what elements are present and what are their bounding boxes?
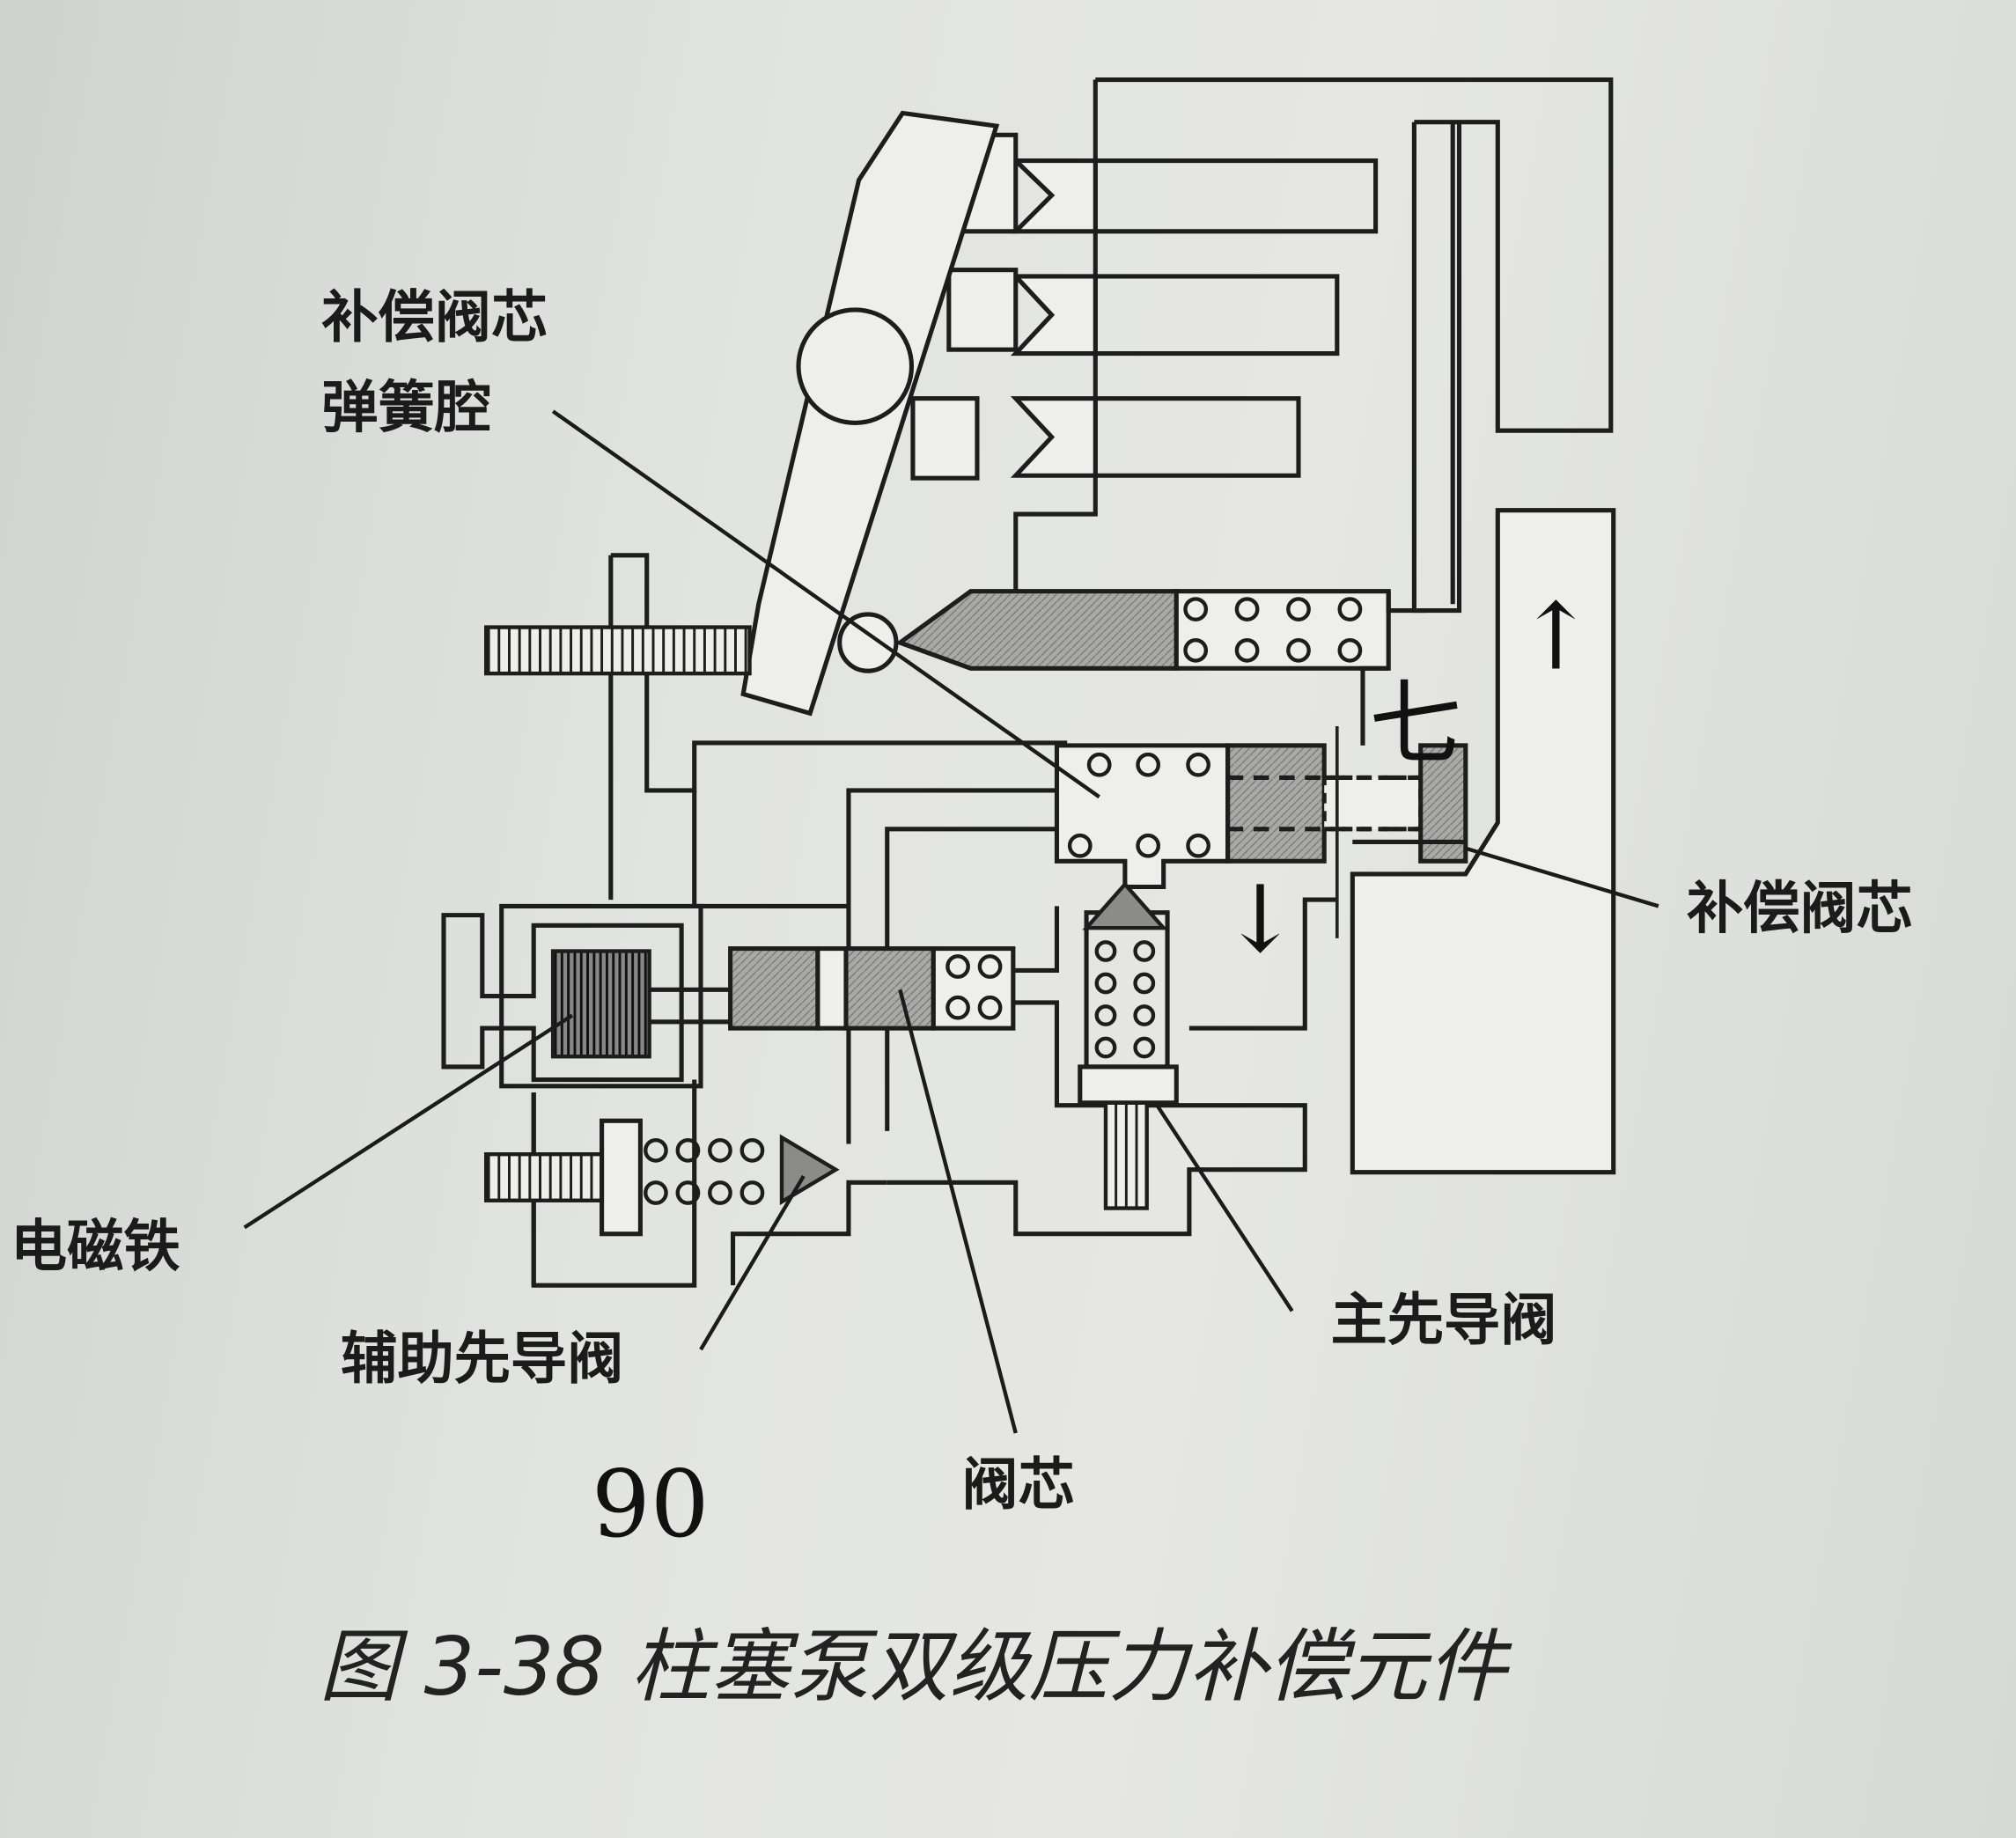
actuator-ball [837, 612, 899, 673]
compensator-spool [894, 589, 1428, 746]
label-comp-spring-chamber-1: 补偿阀芯 [321, 285, 548, 351]
solenoid [441, 903, 731, 1089]
figure-caption: 图 3-38 柱塞泵双级压力补偿元件 [319, 1621, 1512, 1713]
spool [531, 839, 1466, 1288]
label-spool: 阀芯 [961, 1452, 1074, 1518]
handwritten-arrow-down: ↓ [1221, 865, 1299, 974]
label-comp-spool: 补偿阀芯 [1687, 876, 1913, 942]
label-aux-pilot: 辅助先导阀 [341, 1326, 623, 1392]
main-pilot-valve [1078, 881, 1179, 1210]
handwritten-page-note: 90 [592, 1450, 710, 1558]
swash-plate [740, 110, 1000, 717]
label-comp-spring-chamber-2: 弹簧腔 [321, 375, 491, 441]
label-solenoid: 电磁铁 [11, 1214, 180, 1280]
aux-pilot-valve [483, 1092, 887, 1286]
adjust-screw [483, 625, 752, 676]
valve-block [692, 743, 1468, 1144]
pivot-circle [796, 307, 915, 425]
label-main-pilot: 主先导阀 [1330, 1287, 1556, 1353]
handwritten-arrow-up: ↑ [1517, 582, 1594, 690]
leader-lines [243, 409, 1659, 1434]
handwritten-mark: 七 [1369, 670, 1461, 778]
handwritten-marks: ↑ 七 ↓ [1221, 582, 1594, 973]
